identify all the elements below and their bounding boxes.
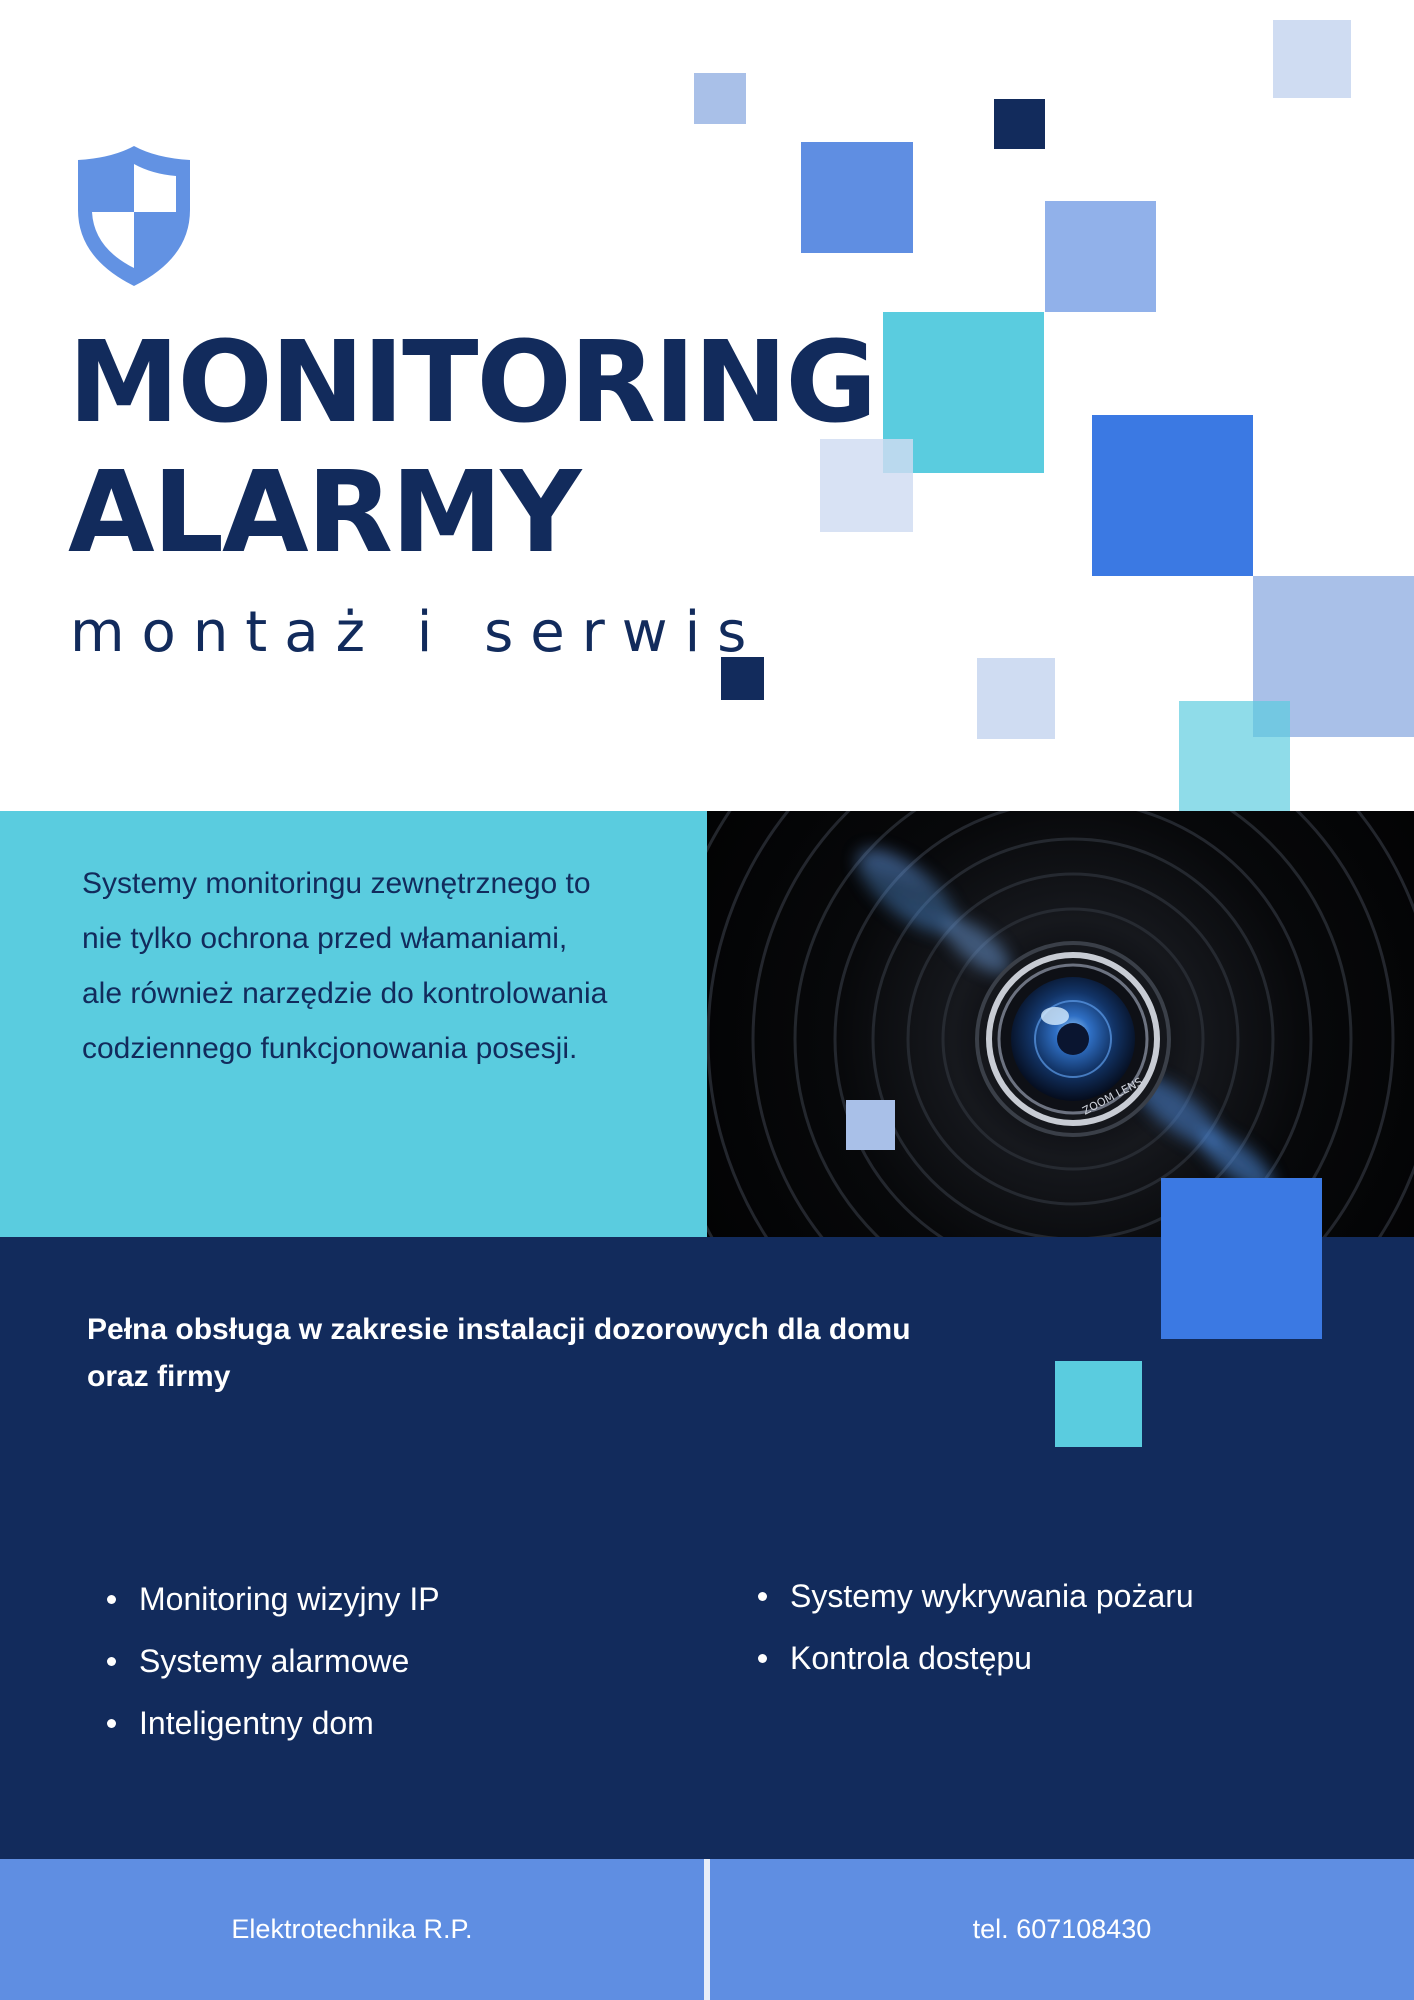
list-item: Inteligentny dom bbox=[87, 1692, 440, 1754]
intro-panel bbox=[0, 811, 707, 1237]
deco-square bbox=[1161, 1178, 1322, 1339]
deco-square bbox=[846, 1100, 895, 1150]
services-list-left: Monitoring wizyjny IP Systemy alarmowe I… bbox=[87, 1568, 440, 1754]
services-list-right: Systemy wykrywania pożaru Kontrola dostę… bbox=[738, 1565, 1194, 1689]
deco-square bbox=[1092, 415, 1253, 576]
footer-company: Elektrotechnika R.P. bbox=[0, 1859, 704, 2000]
shield-icon bbox=[78, 146, 190, 286]
intro-line: ale również narzędzie do kontrolowania bbox=[82, 977, 608, 1010]
list-item-label: Kontrola dostępu bbox=[790, 1640, 1032, 1676]
intro-line: Systemy monitoringu zewnętrznego to bbox=[82, 867, 591, 900]
bullet-icon bbox=[107, 1595, 116, 1604]
list-item: Systemy wykrywania pożaru bbox=[738, 1565, 1194, 1627]
deco-square bbox=[721, 657, 764, 700]
footer-divider bbox=[704, 1859, 710, 2000]
list-item-label: Systemy wykrywania pożaru bbox=[790, 1578, 1194, 1614]
intro-line: codziennego funkcjonowania posesji. bbox=[82, 1032, 578, 1065]
services-section bbox=[0, 1237, 1414, 1859]
list-item: Monitoring wizyjny IP bbox=[87, 1568, 440, 1630]
deco-square bbox=[994, 99, 1045, 149]
lead-line: Pełna obsługa w zakresie instalacji dozo… bbox=[87, 1313, 911, 1346]
deco-square bbox=[1179, 701, 1290, 811]
title-line-1: MONITORING bbox=[68, 318, 877, 448]
intro-text: Systemy monitoringu zewnętrznego to nie … bbox=[82, 856, 692, 1076]
deco-square bbox=[1055, 1361, 1142, 1447]
list-item: Systemy alarmowe bbox=[87, 1630, 440, 1692]
services-lead: Pełna obsługa w zakresie instalacji dozo… bbox=[87, 1306, 1027, 1400]
deco-square bbox=[801, 142, 913, 253]
deco-square bbox=[694, 73, 746, 124]
list-item-label: Inteligentny dom bbox=[139, 1705, 374, 1741]
bullet-icon bbox=[107, 1719, 116, 1728]
list-item-label: Systemy alarmowe bbox=[139, 1643, 410, 1679]
bullet-icon bbox=[107, 1657, 116, 1666]
lead-line: oraz firmy bbox=[87, 1360, 231, 1393]
footer-phone: tel. 607108430 bbox=[710, 1859, 1414, 2000]
title-line-2: ALARMY bbox=[68, 448, 582, 578]
deco-square bbox=[1045, 201, 1156, 312]
camera-lens-photo: ZOOM LENS bbox=[707, 811, 1414, 1237]
camera-lens-illustration: ZOOM LENS bbox=[707, 811, 1414, 1237]
company-name: Elektrotechnika R.P. bbox=[231, 1914, 473, 1944]
phone-number: tel. 607108430 bbox=[972, 1914, 1152, 1944]
deco-square bbox=[977, 658, 1055, 739]
list-item: Kontrola dostępu bbox=[738, 1627, 1194, 1689]
list-item-label: Monitoring wizyjny IP bbox=[139, 1581, 440, 1617]
deco-square bbox=[1273, 20, 1351, 98]
bullet-icon bbox=[758, 1654, 767, 1663]
subtitle: montaż i serwis bbox=[70, 600, 764, 665]
bullet-icon bbox=[758, 1592, 767, 1601]
page-title: MONITORING ALARMY bbox=[68, 318, 877, 578]
deco-square bbox=[820, 439, 913, 532]
intro-line: nie tylko ochrona przed włamaniami, bbox=[82, 922, 568, 955]
